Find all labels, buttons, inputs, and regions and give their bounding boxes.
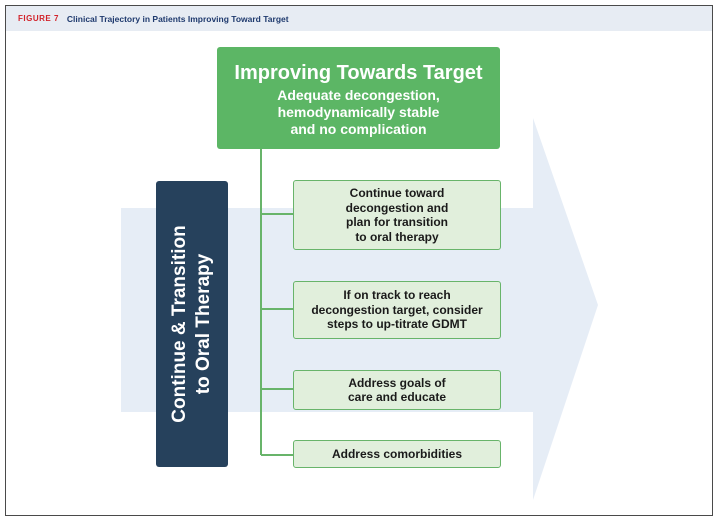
figure-title: Clinical Trajectory in Patients Improvin… bbox=[66, 13, 289, 24]
step-text-up-titrate: If on track to reach decongestion target… bbox=[311, 288, 483, 332]
improving-target-box: Improving Towards Target Adequate decong… bbox=[217, 47, 500, 149]
improving-target-subtitle: Adequate decongestion, hemodynamically s… bbox=[277, 87, 440, 137]
step-text-transition: Continue toward decongestion and plan fo… bbox=[345, 186, 449, 244]
continue-transition-box: Continue & Transition to Oral Therapy bbox=[156, 181, 228, 467]
step-box-comorbidities: Address comorbidities bbox=[293, 440, 501, 468]
continue-transition-label: Continue & Transition to Oral Therapy bbox=[169, 225, 214, 423]
improving-target-title: Improving Towards Target bbox=[234, 62, 483, 84]
figure-label: FIGURE 7 bbox=[18, 14, 59, 23]
step-box-goals-of-care: Address goals of care and educate bbox=[293, 370, 501, 410]
step-text-comorbidities: Address comorbidities bbox=[331, 446, 463, 461]
step-box-transition: Continue toward decongestion and plan fo… bbox=[293, 180, 501, 250]
step-text-goals-of-care: Address goals of care and educate bbox=[347, 375, 447, 405]
figure-header: FIGURE 7 Clinical Trajectory in Patients… bbox=[6, 6, 712, 31]
step-box-up-titrate: If on track to reach decongestion target… bbox=[293, 281, 501, 339]
connector-lines bbox=[260, 149, 293, 456]
